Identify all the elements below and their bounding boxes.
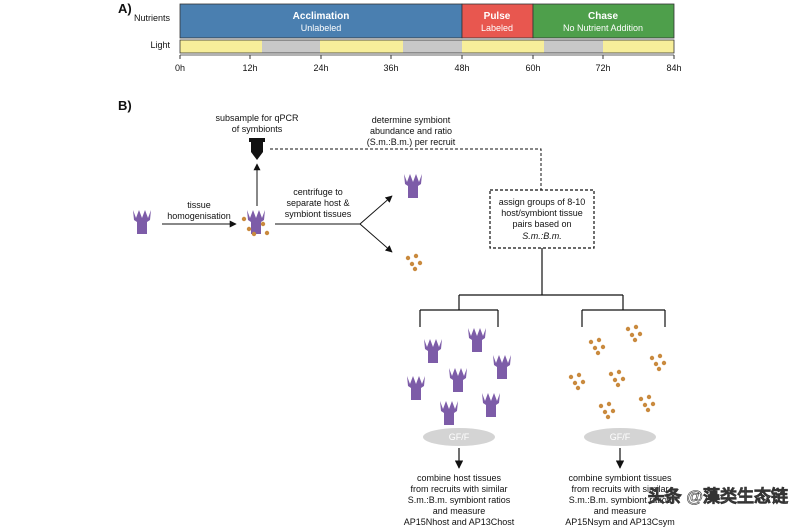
light-day-block [320, 40, 403, 53]
light-night-block [403, 40, 462, 53]
light-day-block [180, 40, 262, 53]
host-tissue-icon [404, 174, 422, 198]
filter-label: GF/F [449, 432, 470, 442]
sample-tube-icon [249, 138, 265, 160]
acclimation-subtitle: Unlabeled [301, 23, 342, 33]
pulse-subtitle: Labeled [481, 23, 513, 33]
host-combine-line: from recruits with similar [410, 484, 507, 494]
centrifuge-text-line: symbiont tissues [285, 209, 352, 219]
tick-label: 0h [175, 63, 185, 73]
panel-b-label: B) [118, 98, 132, 113]
tick-label: 84h [666, 63, 681, 73]
pulse-segment [461, 3, 534, 39]
sym-combine-line: and measure [594, 506, 647, 516]
tick-label: 72h [595, 63, 610, 73]
qpcr-text-line: subsample for qPCR [215, 113, 299, 123]
determine-text-line: (S.m.:B.m.) per recruit [367, 137, 456, 147]
arrow [359, 223, 393, 253]
host-combine-line: AP15Nhost and AP13Chost [404, 517, 515, 527]
tick-label: 12h [242, 63, 257, 73]
determine-text-line: abundance and ratio [370, 126, 452, 136]
tick-label: 36h [383, 63, 398, 73]
assign-groups-box [489, 189, 595, 249]
tick-label: 24h [313, 63, 328, 73]
nutrients-row-label: Nutrients [134, 13, 171, 23]
chase-segment [532, 3, 675, 39]
light-night-block [262, 40, 320, 53]
chase-title: Chase [588, 11, 618, 22]
gf-f-filter-icon [423, 428, 495, 446]
sym-combine-line: AP15Nsym and AP13Csym [565, 517, 675, 527]
filter-label: GF/F [610, 432, 631, 442]
determine-text-line: determine symbiont [372, 115, 451, 125]
arrow [359, 195, 393, 225]
homogenised-recruit-icon [241, 210, 270, 237]
light-day-block [462, 40, 544, 53]
dashed-connector [270, 148, 542, 190]
qpcr-text-line: of symbionts [232, 124, 283, 134]
assign-text-line: S.m.:B.m. [522, 231, 562, 241]
host-combine-line: and measure [433, 506, 486, 516]
gf-f-filter-icon [584, 428, 656, 446]
tissue-text-line: homogenisation [167, 211, 231, 221]
tick-label: 60h [525, 63, 540, 73]
tick-label: 48h [454, 63, 469, 73]
host-combine-line: S.m.:B.m. symbiont ratios [408, 495, 511, 505]
centrifuge-text-line: centrifuge to [293, 187, 343, 197]
tissue-text-line: tissue [187, 200, 211, 210]
assign-text-line: assign groups of 8-10 [499, 197, 586, 207]
assign-text-line: host/symbiont tissue [501, 208, 583, 218]
grouping-tree [419, 248, 666, 327]
light-day-block [603, 40, 674, 53]
host-combine-line: combine host tissues [417, 473, 502, 483]
centrifuge-text-line: separate host & [286, 198, 349, 208]
chase-subtitle: No Nutrient Addition [563, 23, 643, 33]
panel-a-label: A) [118, 1, 132, 16]
sym-combine-line: combine symbiont tissues [568, 473, 672, 483]
pulse-title: Pulse [484, 11, 511, 22]
sym-combine-line: from recruits with similar [571, 484, 668, 494]
light-night-block [544, 40, 603, 53]
symbiont-tissue-group [568, 324, 667, 420]
coral-recruit-icon [133, 210, 151, 234]
light-row-label: Light [150, 40, 170, 50]
watermark-text: 头条 @藻类生态链 [648, 486, 789, 506]
symbiont-tissue-icon [405, 253, 423, 272]
nutrient-timeline: Acclimation Unlabeled Pulse Labeled Chas… [179, 3, 675, 39]
light-timeline [179, 39, 675, 54]
time-axis: 0h 12h 24h 36h 48h 60h 72h 84h [175, 54, 682, 73]
host-tissue-group [407, 328, 511, 425]
acclimation-segment [179, 3, 463, 39]
sym-combine-line: S.m.:B.m. symbiont ratios [569, 495, 672, 505]
acclimation-title: Acclimation [293, 11, 350, 22]
assign-text-line: pairs based on [512, 219, 571, 229]
